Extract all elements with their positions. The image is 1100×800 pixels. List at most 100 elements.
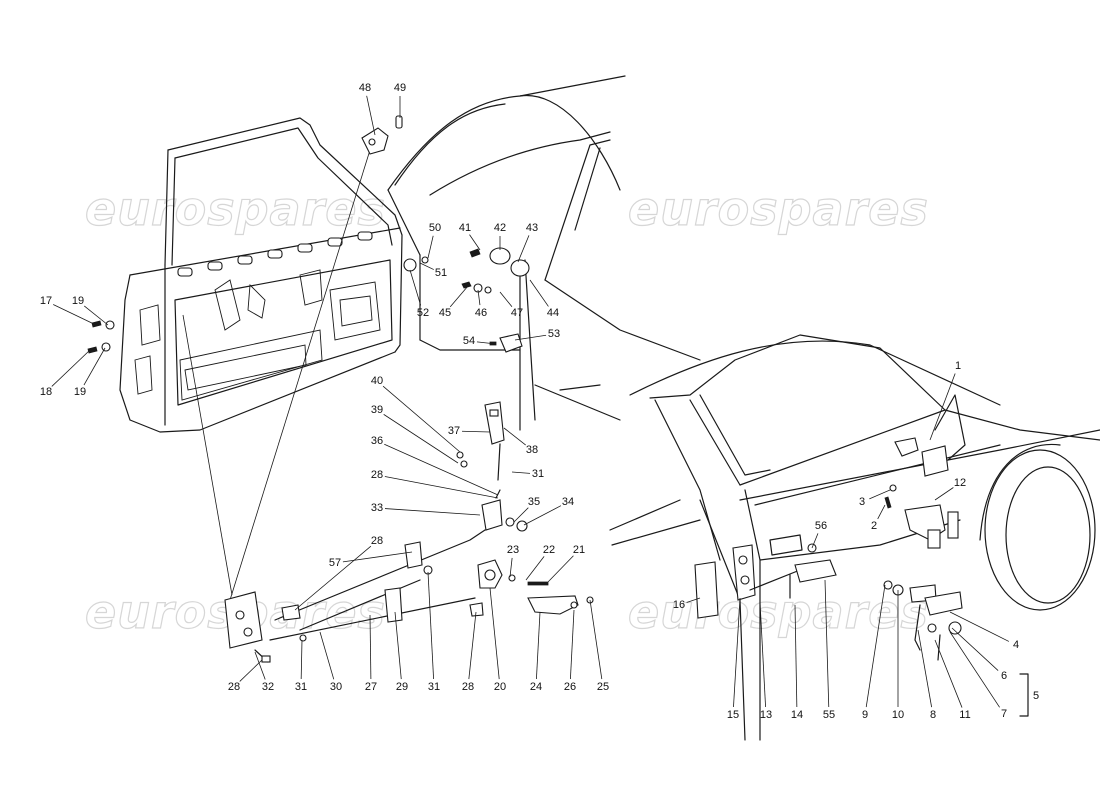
leader-line (523, 505, 562, 526)
leader-line (877, 504, 886, 520)
leader-line (547, 555, 574, 583)
leader-line (51, 349, 91, 387)
part-number-label: 1 (955, 360, 961, 372)
front-lock-mechanism (224, 401, 594, 663)
callout-c51: 51 (419, 262, 447, 279)
leader-line (384, 508, 481, 516)
callout-c31c: 31 (427, 571, 440, 693)
leader-line (517, 235, 530, 263)
leader-line (824, 579, 830, 708)
part-number-label: 39 (371, 404, 383, 416)
part-number-label: 53 (548, 328, 560, 340)
front-door-frame (119, 117, 403, 601)
part-number-label: 2 (871, 520, 877, 532)
leader-line (929, 373, 956, 441)
leader-line (384, 443, 499, 496)
callout-c21: 21 (547, 544, 585, 583)
callout-c20: 20 (489, 587, 506, 693)
callout-c12: 12 (934, 477, 966, 501)
callout-c27: 27 (365, 614, 377, 693)
leader-line (514, 334, 547, 341)
part-number-label: 33 (371, 502, 383, 514)
leader-line (300, 639, 303, 680)
part-number-label: 55 (823, 709, 835, 721)
callout-c13: 13 (759, 601, 772, 721)
leader-line (382, 385, 461, 453)
callout-c31a: 31 (511, 468, 544, 480)
part-number-label: 30 (330, 681, 342, 693)
callout-c3: 3 (859, 489, 891, 508)
leader-line (525, 556, 545, 581)
callout-c8: 8 (917, 629, 936, 721)
part-number-label: 23 (507, 544, 519, 556)
leader-line (949, 611, 1010, 642)
leader-line (503, 427, 526, 446)
part-number-label: 26 (564, 681, 576, 693)
part-number-label: 50 (429, 222, 441, 234)
callout-c39: 39 (371, 404, 459, 464)
leader-line (369, 614, 372, 680)
callout-c46: 46 (475, 289, 487, 319)
part-number-label: 28 (371, 469, 383, 481)
leader-line (733, 597, 741, 708)
part-number-label: 12 (954, 477, 966, 489)
callout-c28c: 28 (228, 659, 263, 693)
leader-line (239, 659, 263, 682)
part-number-label: 9 (862, 709, 868, 721)
leader-line (254, 651, 266, 680)
callout-c52: 52 (409, 269, 429, 319)
part-number-label: 51 (435, 267, 447, 279)
leader-line (383, 414, 459, 464)
rear-lock-mechanism (694, 394, 1029, 717)
callout-c43: 43 (517, 222, 538, 263)
leader-line (951, 627, 999, 671)
part-number-label: 56 (815, 520, 827, 532)
callout-c56: 56 (811, 520, 827, 549)
leader-line (811, 533, 819, 549)
callout-c5: 5 (1033, 690, 1039, 702)
hinge-screws (87, 320, 115, 354)
part-number-label: 19 (74, 386, 86, 398)
part-number-label: 34 (562, 496, 574, 508)
car-body-outline-left (387, 75, 701, 431)
callout-c25: 25 (589, 599, 609, 693)
callout-c18: 18 (40, 349, 91, 398)
callout-c53: 53 (514, 328, 560, 341)
part-number-label: 35 (528, 496, 540, 508)
callout-c36: 36 (371, 435, 499, 496)
part-number-label: 47 (511, 307, 523, 319)
part-number-label: 25 (597, 681, 609, 693)
part-number-label: 3 (859, 496, 865, 508)
leader-line (536, 611, 541, 680)
callout-c19b: 19 (74, 347, 106, 398)
leader-line (83, 305, 109, 326)
leader-line (917, 629, 933, 708)
part-number-label: 44 (547, 307, 559, 319)
part-number-label: 8 (930, 709, 936, 721)
part-number-label: 24 (530, 681, 542, 693)
part-number-label: 20 (494, 681, 506, 693)
leader-line (366, 95, 376, 136)
watermark-text: eurospares (628, 182, 929, 236)
part-number-label: 31 (428, 681, 440, 693)
callout-c33: 33 (371, 502, 481, 516)
leader-line (934, 639, 963, 708)
watermark-text: eurospares (85, 182, 386, 236)
callout-c7: 7 (949, 631, 1007, 720)
callout-c9: 9 (862, 584, 886, 721)
leader-line (53, 304, 97, 326)
leader-line (461, 430, 491, 433)
part-number-label: 13 (760, 709, 772, 721)
part-number-label: 11 (959, 709, 970, 721)
part-number-label: 6 (1001, 670, 1007, 682)
part-number-label: 21 (573, 544, 585, 556)
leader-line (319, 631, 335, 680)
part-number-label: 41 (459, 222, 471, 234)
callout-c28d: 28 (462, 611, 477, 693)
part-number-label: 31 (532, 468, 544, 480)
part-number-label: 19 (72, 295, 84, 307)
part-number-label: 17 (40, 295, 52, 307)
callout-c42: 42 (494, 222, 506, 250)
